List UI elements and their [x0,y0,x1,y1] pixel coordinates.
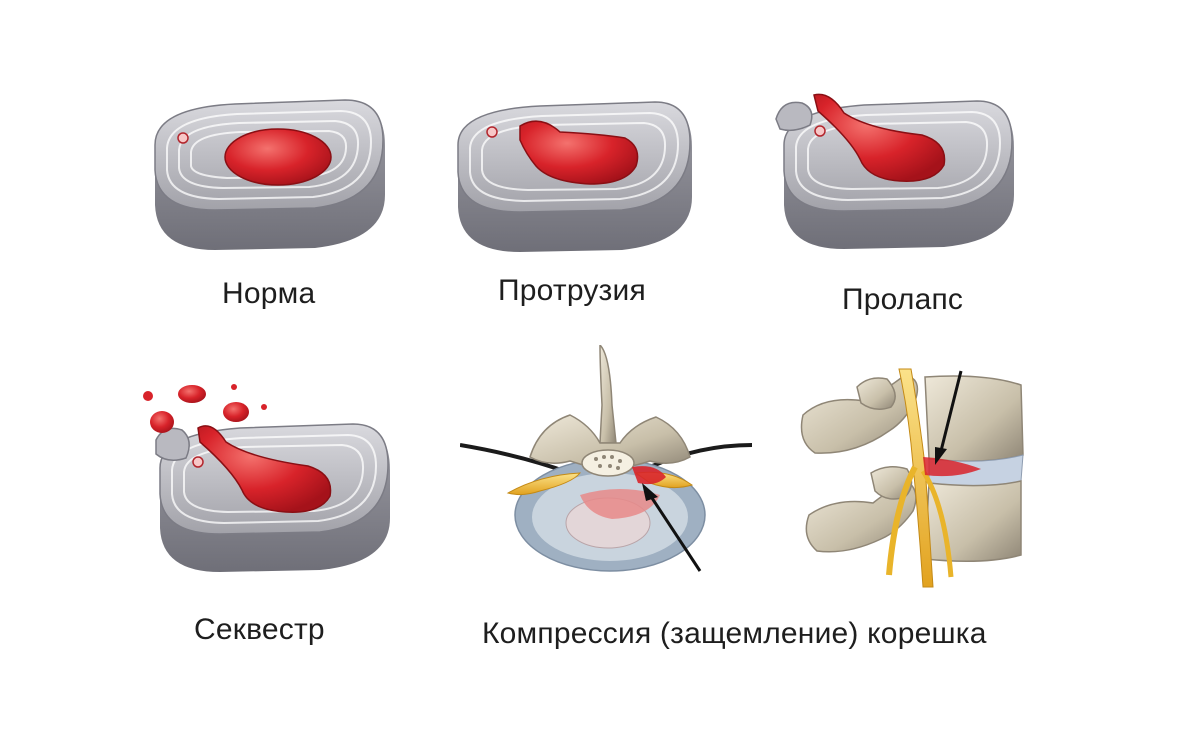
compression-lateral-illustration [800,368,1024,588]
disc-prolapse-illustration [775,93,1014,249]
disc-sequester-illustration [143,384,390,572]
disc-normal-figure [145,90,395,265]
compression-lateral-figure [795,355,1035,590]
label-compression: Компрессия (защемление) корешка [482,617,987,650]
disc-protrusion-illustration [457,101,692,252]
label-sequester: Секвестр [194,613,325,646]
disc-protrusion-figure [450,92,700,267]
disc-normal-illustration [154,99,385,250]
disc-sequester-figure [138,378,408,588]
label-protrusion: Протрузия [498,274,646,307]
compression-axial-figure [460,345,760,575]
label-normal: Норма [222,277,316,310]
disc-prolapse-figure [772,85,1022,260]
compression-axial-illustration [460,345,753,572]
label-prolapse: Пролапс [842,283,964,316]
